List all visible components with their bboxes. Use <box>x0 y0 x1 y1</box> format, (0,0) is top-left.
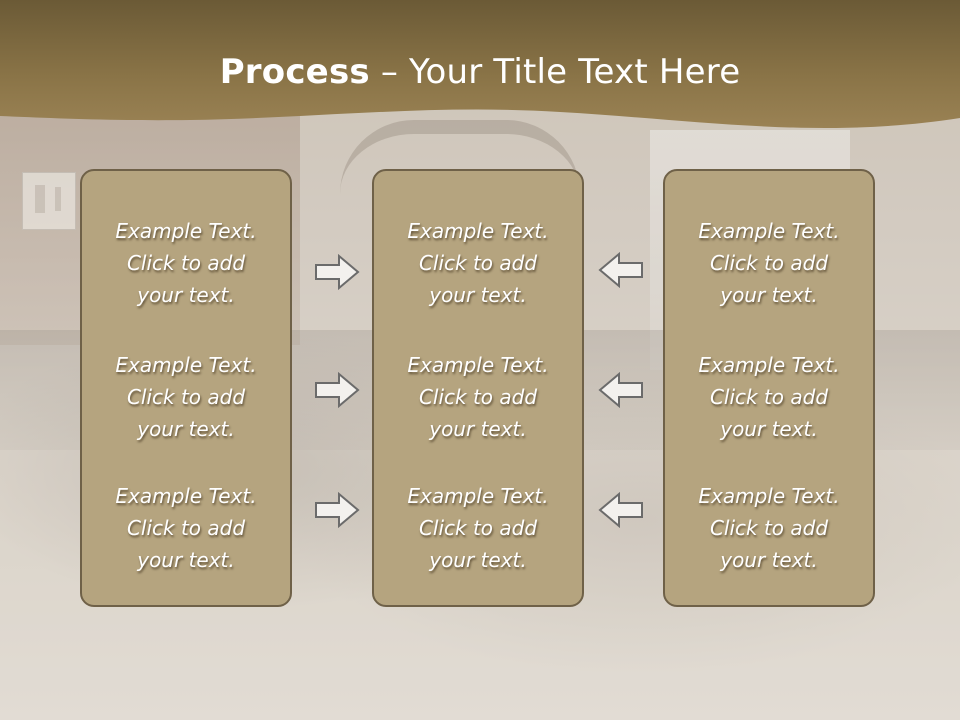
process-box-left[interactable]: Example Text. Click to add your text. Ex… <box>80 169 292 607</box>
text-line: Click to add <box>126 516 246 540</box>
text-placeholder[interactable]: Example Text. Click to add your text. <box>374 349 582 445</box>
text-line: Example Text. <box>407 219 549 243</box>
background-outlet <box>22 172 76 230</box>
text-line: Click to add <box>418 516 538 540</box>
text-line: Click to add <box>709 516 829 540</box>
text-placeholder[interactable]: Example Text. Click to add your text. <box>374 215 582 311</box>
title-band: Process – Your Title Text Here <box>0 0 960 140</box>
text-line: your text. <box>429 548 527 572</box>
text-line: Example Text. <box>115 484 257 508</box>
text-line: Example Text. <box>115 353 257 377</box>
text-line: your text. <box>720 548 818 572</box>
text-line: Example Text. <box>407 484 549 508</box>
arrow-left-icon <box>598 372 644 408</box>
arrow-right-icon <box>314 254 360 290</box>
text-line: your text. <box>429 283 527 307</box>
text-placeholder[interactable]: Example Text. Click to add your text. <box>665 349 873 445</box>
arrow-right-icon <box>314 492 360 528</box>
process-box-center[interactable]: Example Text. Click to add your text. Ex… <box>372 169 584 607</box>
text-placeholder[interactable]: Example Text. Click to add your text. <box>82 349 290 445</box>
text-line: Click to add <box>126 385 246 409</box>
arrow-left-icon <box>598 492 644 528</box>
text-line: Example Text. <box>698 484 840 508</box>
title-band-shape <box>0 0 960 128</box>
text-placeholder[interactable]: Example Text. Click to add your text. <box>82 215 290 311</box>
text-line: Example Text. <box>698 353 840 377</box>
text-line: Click to add <box>709 385 829 409</box>
background-faucet <box>340 120 580 194</box>
text-line: your text. <box>137 283 235 307</box>
text-line: Example Text. <box>115 219 257 243</box>
text-line: Click to add <box>418 251 538 275</box>
title-bold-text: Process <box>219 52 370 92</box>
text-line: Click to add <box>418 385 538 409</box>
text-placeholder[interactable]: Example Text. Click to add your text. <box>665 480 873 576</box>
text-line: Click to add <box>126 251 246 275</box>
text-placeholder[interactable]: Example Text. Click to add your text. <box>82 480 290 576</box>
text-line: your text. <box>137 548 235 572</box>
title-rest-text: – Your Title Text Here <box>369 52 741 92</box>
text-line: Click to add <box>709 251 829 275</box>
text-line: your text. <box>720 417 818 441</box>
text-line: Example Text. <box>698 219 840 243</box>
process-box-right[interactable]: Example Text. Click to add your text. Ex… <box>663 169 875 607</box>
text-placeholder[interactable]: Example Text. Click to add your text. <box>665 215 873 311</box>
text-line: your text. <box>137 417 235 441</box>
arrow-left-icon <box>598 252 644 288</box>
text-line: your text. <box>720 283 818 307</box>
text-placeholder[interactable]: Example Text. Click to add your text. <box>374 480 582 576</box>
arrow-right-icon <box>314 372 360 408</box>
text-line: your text. <box>429 417 527 441</box>
page-title[interactable]: Process – Your Title Text Here <box>0 52 960 92</box>
text-line: Example Text. <box>407 353 549 377</box>
